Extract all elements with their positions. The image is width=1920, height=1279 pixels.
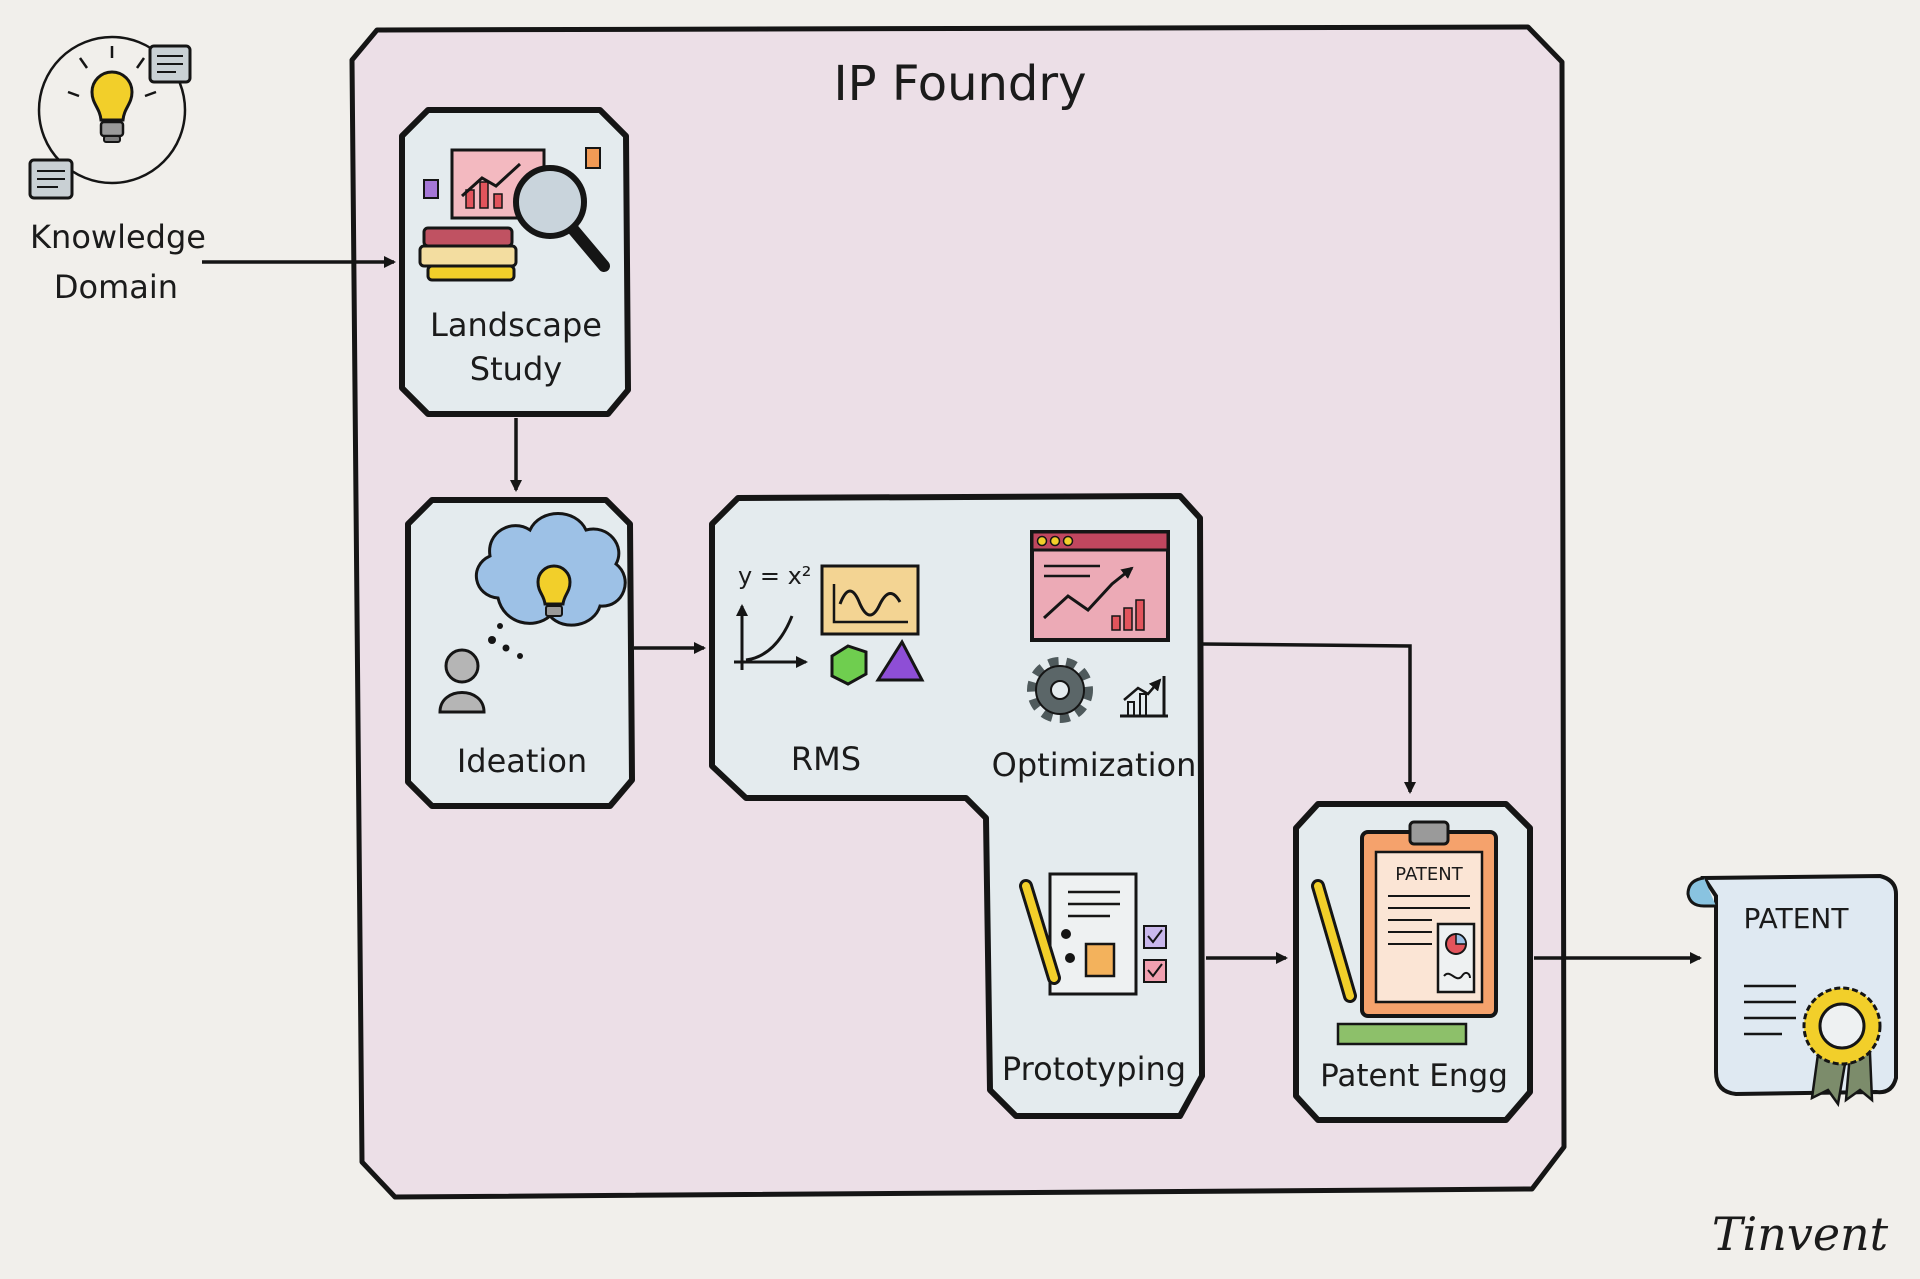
growth-chart-icon	[1120, 676, 1168, 718]
container-title: IP Foundry	[833, 56, 1086, 112]
rms-graph-icon: y = x²	[734, 562, 925, 686]
optimization-label: Optimization	[992, 746, 1197, 784]
landscape-study-stage: Landscape Study	[399, 107, 631, 417]
optimization-dashboard-icon	[1030, 530, 1170, 642]
arrow-optimization-to-patent-engg	[1201, 642, 1416, 794]
knowledge-domain-label: Domain	[54, 268, 178, 306]
rms-optimization-prototyping-stage: y = x² RMS	[709, 493, 1205, 1119]
ideation-stage: Ideation	[405, 497, 635, 809]
patent-certificate-icon: PATENT	[1686, 873, 1898, 1108]
patent-engg-stage: PATENT Patent Engg	[1293, 801, 1533, 1123]
gear-icon	[1027, 657, 1093, 723]
artist-signature: Tinvent	[1712, 1207, 1889, 1261]
ideation-thought-icon	[438, 512, 627, 714]
patent-engg-label: Patent Engg	[1320, 1058, 1508, 1094]
flow-arrows	[202, 256, 1702, 964]
prototyping-label: Prototyping	[1002, 1050, 1186, 1088]
ideation-label: Ideation	[457, 742, 587, 780]
rms-formula: y = x²	[738, 562, 811, 590]
clipboard-patent-label: PATENT	[1395, 864, 1463, 885]
knowledge-domain-icon	[28, 35, 192, 200]
landscape-study-label: Landscape	[430, 306, 602, 344]
landscape-research-icon	[418, 147, 610, 282]
patent-clipboard-icon: PATENT	[1311, 820, 1498, 1046]
certificate-patent-label: PATENT	[1744, 902, 1850, 935]
landscape-study-label: Study	[470, 350, 562, 388]
knowledge-domain-label: Knowledge	[30, 218, 206, 256]
rms-label: RMS	[791, 740, 861, 778]
prototyping-blueprint-icon	[1019, 872, 1167, 996]
